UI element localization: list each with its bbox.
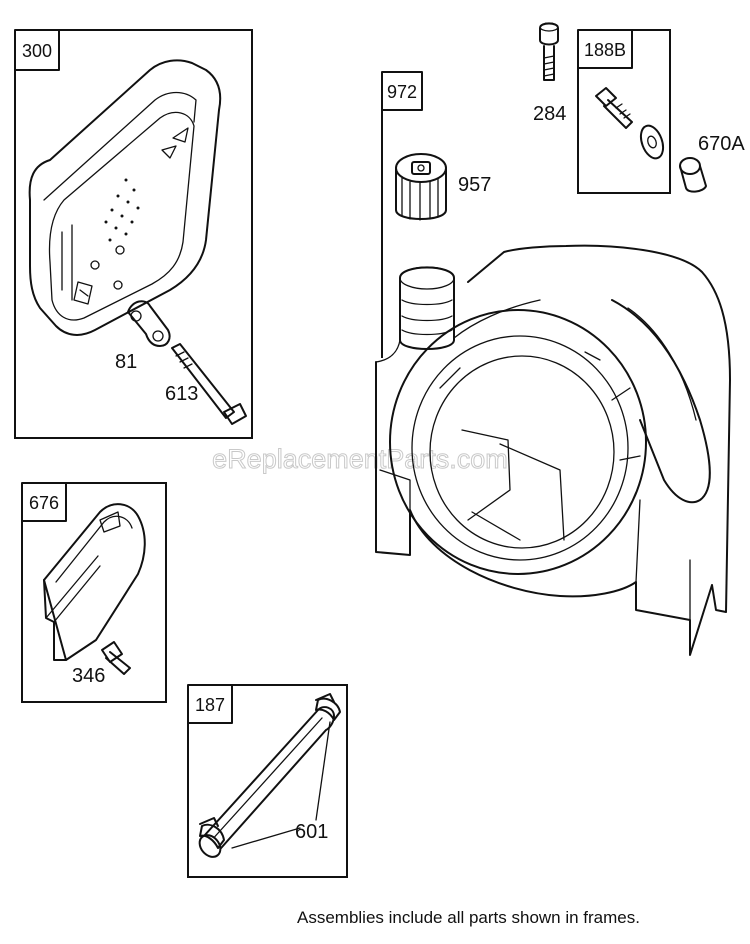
gasket-part-81 [127, 300, 171, 347]
leader-lines-601 [231, 721, 331, 849]
footer-note: Assemblies include all parts shown in fr… [297, 908, 640, 927]
muffler-part [28, 59, 222, 336]
callout-346: 346 [72, 665, 105, 687]
muffler-guard-part [43, 503, 146, 661]
frame-tag-box [381, 71, 423, 111]
callout-613: 613 [165, 383, 198, 405]
callout-81: 81 [115, 351, 137, 373]
assembly-frame-188b: 188B [577, 29, 671, 194]
screw-part-346 [101, 641, 131, 675]
frame-tag-box [187, 684, 233, 724]
callout-284: 284 [533, 103, 566, 125]
screw-part-188b [595, 87, 633, 129]
frame-tag-676: 676 [29, 493, 59, 513]
tube-part [198, 693, 341, 858]
callout-670a: 670A [698, 133, 745, 155]
callout-601: 601 [295, 821, 328, 843]
frame-tag-box [577, 29, 633, 69]
screw-part-613 [171, 343, 247, 425]
fuel-tank-part [375, 244, 731, 656]
washer-part [639, 124, 665, 160]
frame-tag-box [21, 482, 67, 522]
assembly-frame-676: 676 346 [21, 482, 167, 703]
bolt-part-284 [539, 22, 559, 81]
assembly-frame-972: 972 957 [375, 71, 731, 656]
frame-tag-300: 300 [22, 41, 52, 61]
frame-tag-972: 972 [387, 82, 417, 102]
muffler-vent-holes [104, 178, 140, 242]
frame-tag-188b: 188B [584, 40, 626, 60]
assembly-frame-300: 300 81 [14, 29, 253, 439]
assembly-frame-187: 187 601 [187, 684, 348, 878]
fuel-cap-part [395, 153, 447, 221]
frame-tag-187: 187 [195, 695, 225, 715]
frame-tag-box [14, 29, 60, 71]
watermark-text: eReplacementParts.com [212, 444, 508, 474]
callout-957: 957 [458, 174, 491, 196]
spacer-part-670a [679, 157, 707, 193]
